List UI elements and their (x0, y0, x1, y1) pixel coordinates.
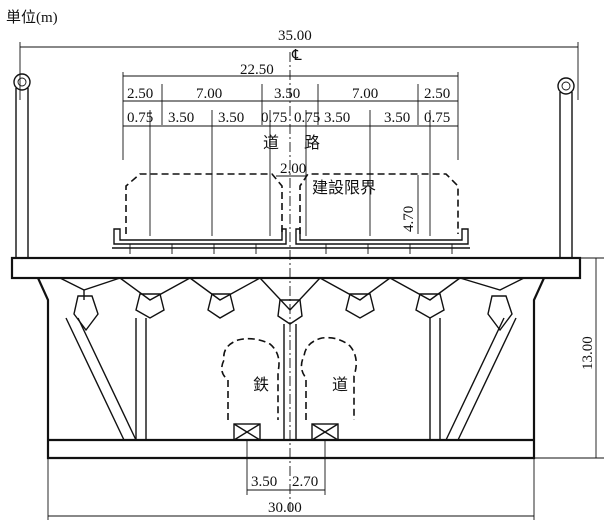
dim-rail-left: 3.50 (251, 474, 277, 490)
dim-bottom-width: 30.00 (268, 500, 302, 516)
rail-label-2: 道 (332, 376, 348, 394)
dim-total-width: 35.00 (278, 28, 312, 44)
rail-label-1: 鉄 (253, 376, 269, 394)
stringers (129, 244, 453, 254)
dim-top-4: 7.00 (352, 86, 378, 102)
upper-truss-members (59, 277, 525, 332)
dim-road-width-text: 22.50 (240, 62, 274, 78)
dim-median: 2.00 (280, 161, 306, 177)
top-row-ticks (161, 84, 419, 125)
top-chord (10, 256, 582, 280)
dim-rail-right: 2.70 (292, 474, 318, 490)
unit-label: 単位(m) (6, 9, 58, 26)
dim-lane-5: 0.75 (294, 110, 320, 126)
dim-truss-height: 13.00 (580, 336, 596, 370)
road-label-2: 路 (304, 134, 320, 152)
rail-envelope-right (300, 336, 358, 420)
dim-lane-3: 3.50 (218, 110, 244, 126)
rail-bogie-right (311, 423, 339, 441)
truss-outline (36, 277, 546, 460)
clearance-envelope-left (125, 173, 283, 234)
dim-lane-7: 3.50 (384, 110, 410, 126)
deck-right (295, 228, 469, 245)
arch-hanger-right (557, 77, 575, 258)
dim-top-2: 7.00 (196, 86, 222, 102)
dim-top-3: 3.50 (274, 86, 300, 102)
centerline-mark: ℄ (291, 48, 302, 64)
arch-hanger-left (13, 73, 31, 258)
road-label-1: 道 (263, 134, 279, 152)
truss-verticals (65, 317, 517, 441)
rail-bogie-left (233, 423, 261, 441)
rail-envelope-left (220, 337, 280, 420)
dim-lane-4: 0.75 (261, 110, 287, 126)
dim-top-1: 2.50 (127, 86, 153, 102)
dim-clearance-height: 4.70 (401, 206, 417, 232)
lane-row-ticks (149, 110, 431, 236)
dim-lane-8: 0.75 (424, 110, 450, 126)
dim-lane-2: 3.50 (168, 110, 194, 126)
dim-top-5: 2.50 (424, 86, 450, 102)
clearance-envelope-right (299, 173, 459, 234)
dim-lane-6: 3.50 (324, 110, 350, 126)
dim-lane-1: 0.75 (127, 110, 153, 126)
deck-left (113, 228, 287, 245)
clearance-label: 建設限界 (312, 179, 376, 197)
